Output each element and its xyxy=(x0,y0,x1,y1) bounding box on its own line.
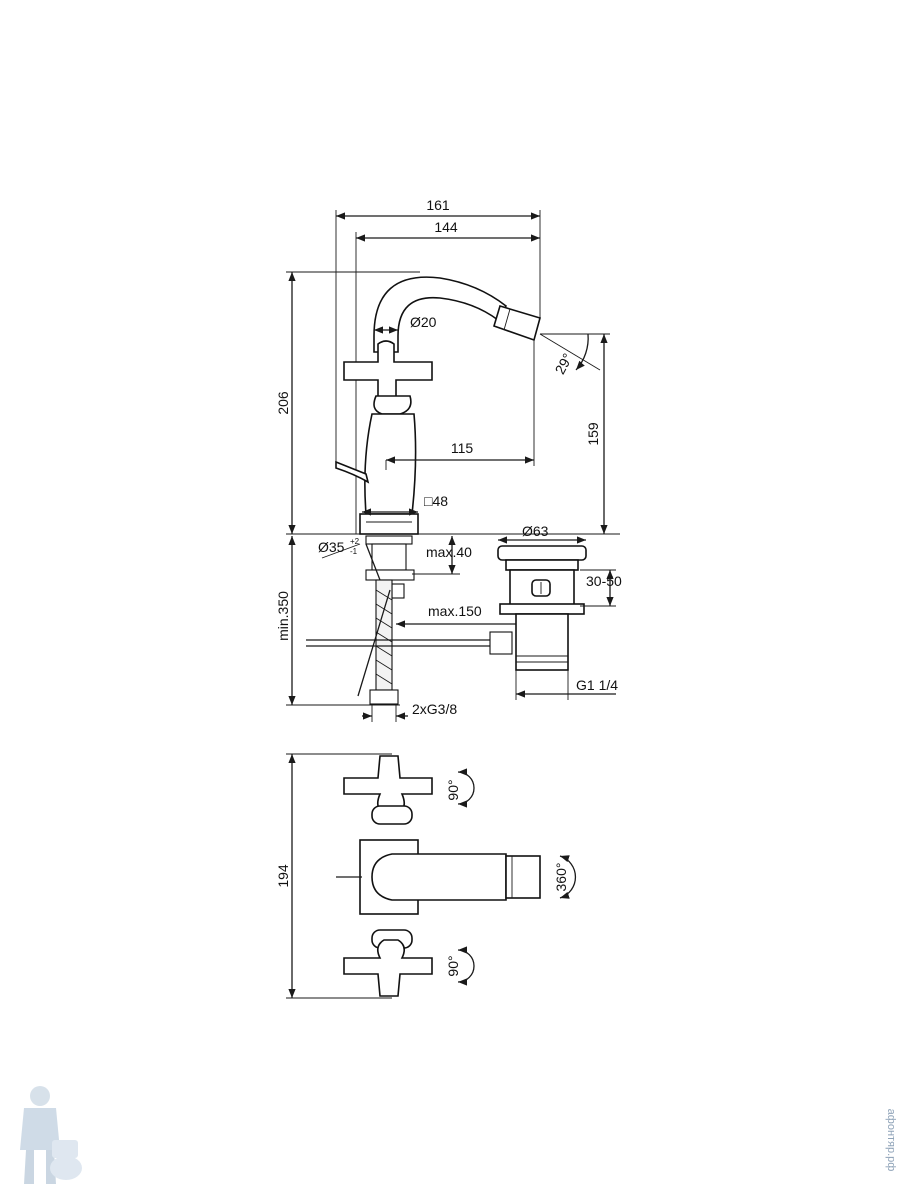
dim-handle-rotation-top: 90° xyxy=(445,779,461,800)
dim-hose-thread: 2xG3/8 xyxy=(412,701,457,717)
cross-handle-bottom xyxy=(343,929,433,997)
dim-waste-thread: G1 1/4 xyxy=(576,677,618,693)
dim-handle-rotation-bottom: 90° xyxy=(445,955,461,976)
dim-hose-length: min.350 xyxy=(275,591,291,641)
dim-plan-depth: 194 xyxy=(275,864,291,888)
dim-spout-height: 159 xyxy=(585,422,601,446)
dim-spout-rotation: 360° xyxy=(553,863,569,892)
plan-body xyxy=(336,839,541,915)
dim-hole-tol-plus: +2 xyxy=(350,537,360,546)
dim-hole-diameter: Ø35 xyxy=(318,539,345,555)
side-elevation: 161 144 206 159 29° Ø20 xyxy=(275,197,622,722)
dim-pull-rod-length: max.150 xyxy=(428,603,482,619)
spout xyxy=(373,276,541,353)
dim-spout-width: 144 xyxy=(434,219,458,235)
plumber-mascot-logo xyxy=(20,1086,82,1184)
dim-base-square: □48 xyxy=(424,493,448,509)
under-deck-assembly xyxy=(357,535,415,705)
dim-waste-range: 30-50 xyxy=(586,573,622,589)
popup-lever xyxy=(335,460,370,484)
dim-deck-thickness: max.40 xyxy=(426,544,472,560)
dim-total-height: 206 xyxy=(275,391,291,415)
dim-hole-tol-minus: -1 xyxy=(350,547,358,556)
dim-waste-diameter: Ø63 xyxy=(522,523,549,539)
cross-handle-top xyxy=(343,755,433,825)
dim-total-width: 161 xyxy=(426,197,450,213)
mixer-body xyxy=(359,413,419,535)
watermark-site: афонтяр.рф xyxy=(885,1109,897,1172)
waste-assembly xyxy=(497,545,587,671)
cross-handle-side xyxy=(343,340,433,415)
dim-spout-reach: 115 xyxy=(451,440,474,456)
dim-spout-angle: 29° xyxy=(552,351,576,377)
plan-view: 194 90° 360° 90° xyxy=(275,753,577,999)
dim-spout-diameter: Ø20 xyxy=(410,314,437,330)
pull-rod xyxy=(306,631,513,655)
